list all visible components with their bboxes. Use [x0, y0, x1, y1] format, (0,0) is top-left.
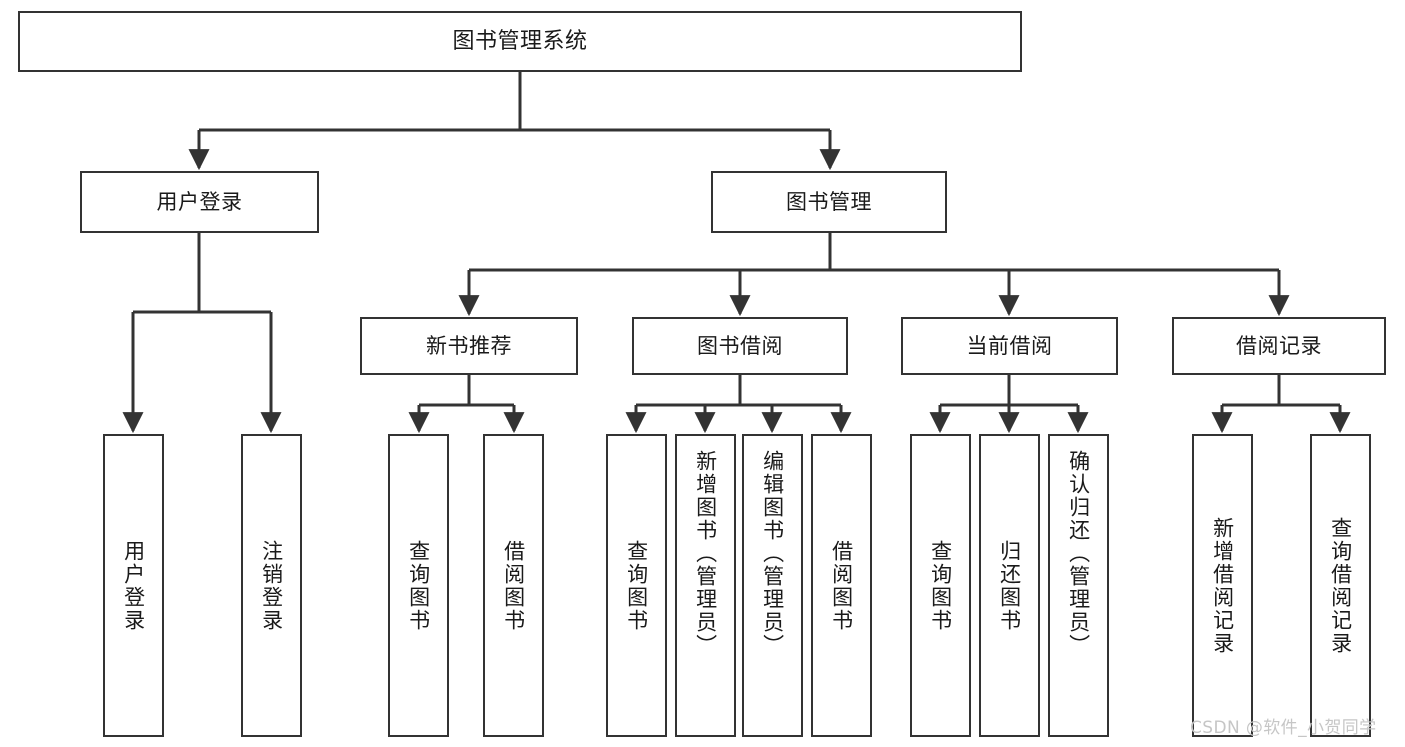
node-leaf-query-book-borrow[interactable]: 查询图书 [606, 434, 667, 737]
node-label: 新增图书（管理员） [693, 450, 718, 657]
node-leaf-borrow-book[interactable]: 借阅图书 [811, 434, 872, 737]
node-label: 借阅图书 [501, 539, 526, 632]
node-leaf-add-borrow-record[interactable]: 新增借阅记录 [1192, 434, 1253, 737]
node-label: 确认归还（管理员） [1066, 450, 1091, 657]
node-leaf-add-book-admin[interactable]: 新增图书（管理员） [675, 434, 736, 737]
node-label: 用户登录 [156, 189, 243, 214]
node-label: 图书管理 [786, 189, 872, 214]
node-label: 图书管理系统 [452, 28, 588, 54]
node-user-login[interactable]: 用户登录 [80, 171, 319, 233]
node-label: 新增借阅记录 [1210, 516, 1235, 655]
node-label: 图书借阅 [697, 333, 783, 358]
node-label: 查询图书 [928, 539, 953, 632]
node-leaf-edit-book-admin[interactable]: 编辑图书（管理员） [742, 434, 803, 737]
node-leaf-logout[interactable]: 注销登录 [241, 434, 302, 737]
node-label: 借阅记录 [1236, 333, 1322, 358]
node-label: 查询图书 [624, 539, 649, 632]
watermark-text: CSDN @软件_小贺同学 [1190, 718, 1377, 738]
node-label: 编辑图书（管理员） [760, 450, 785, 657]
node-book-management[interactable]: 图书管理 [711, 171, 947, 233]
node-label: 查询借阅记录 [1328, 516, 1353, 655]
node-book-borrow[interactable]: 图书借阅 [632, 317, 848, 375]
node-label: 查询图书 [406, 539, 431, 632]
node-leaf-borrow-book-newbook[interactable]: 借阅图书 [483, 434, 544, 737]
node-leaf-query-book-current[interactable]: 查询图书 [910, 434, 971, 737]
node-label: 用户登录 [121, 539, 146, 632]
node-leaf-query-book-newbook[interactable]: 查询图书 [388, 434, 449, 737]
node-leaf-return-book[interactable]: 归还图书 [979, 434, 1040, 737]
node-label: 注销登录 [259, 539, 284, 632]
node-leaf-confirm-return-admin[interactable]: 确认归还（管理员） [1048, 434, 1109, 737]
node-label: 新书推荐 [426, 333, 512, 358]
node-leaf-user-login[interactable]: 用户登录 [103, 434, 164, 737]
node-new-book-recommend[interactable]: 新书推荐 [360, 317, 578, 375]
node-label: 归还图书 [997, 539, 1022, 632]
node-current-borrow[interactable]: 当前借阅 [901, 317, 1118, 375]
node-root-book-management-system[interactable]: 图书管理系统 [18, 11, 1022, 72]
node-label: 借阅图书 [829, 539, 854, 632]
node-leaf-query-borrow-record[interactable]: 查询借阅记录 [1310, 434, 1371, 737]
node-label: 当前借阅 [966, 333, 1053, 358]
node-borrow-record[interactable]: 借阅记录 [1172, 317, 1386, 375]
